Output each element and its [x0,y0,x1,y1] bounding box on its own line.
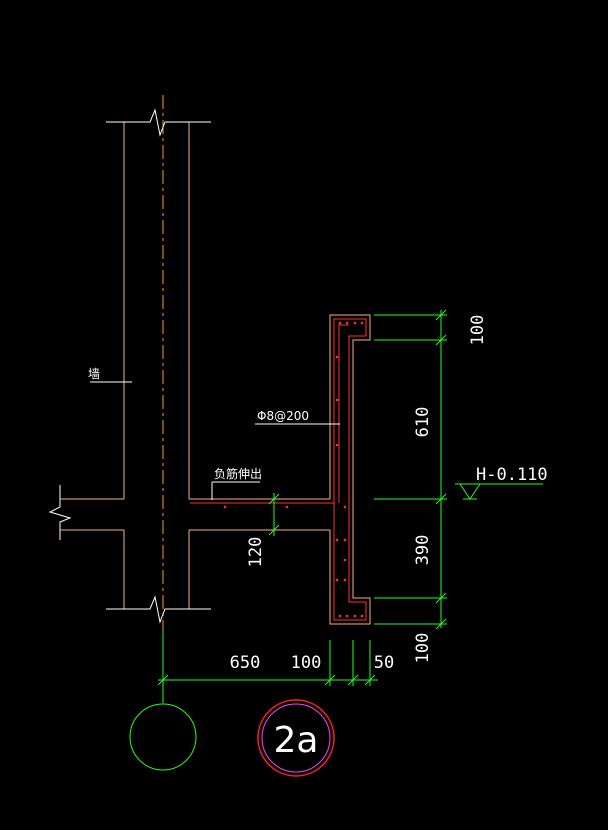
label-leaders [90,381,340,500]
dim-right-610: 610 [413,407,433,438]
elevation-symbol [455,483,543,500]
bottom-dimension-lines [157,640,378,686]
elevation-label: H-0.110 [476,465,548,485]
section-tag-outer-circle [257,699,335,777]
dim-right-100-bottom: 100 [413,633,433,664]
dim-bottom-650: 650 [230,653,261,673]
wall-break-line-bottom [106,595,211,624]
dim-slab-120: 120 [246,537,266,568]
dim-right-100-top: 100 [468,315,488,346]
rebar-lines [190,318,367,621]
section-tag-text: 2a [274,720,319,761]
section-tag-inner-circle [261,703,331,773]
edge-beam-outline [329,314,371,625]
right-dimension-lines [374,309,447,630]
wall-label: 墙 [88,367,100,381]
wall-outline [123,122,190,609]
dim-bottom-50: 50 [374,653,394,673]
dim-bottom-100: 100 [291,653,322,673]
grid-axis-bubble [129,703,197,771]
rebar-spec-label: Φ8@200 [257,409,309,423]
slab-break-line-left [48,485,72,540]
negative-rebar-label: 负筋伸出 [214,466,262,481]
dim-right-390: 390 [413,535,433,566]
rebar-dots [223,321,364,618]
wall-break-line-top [106,108,211,137]
slab-thickness-dimension [268,493,280,536]
